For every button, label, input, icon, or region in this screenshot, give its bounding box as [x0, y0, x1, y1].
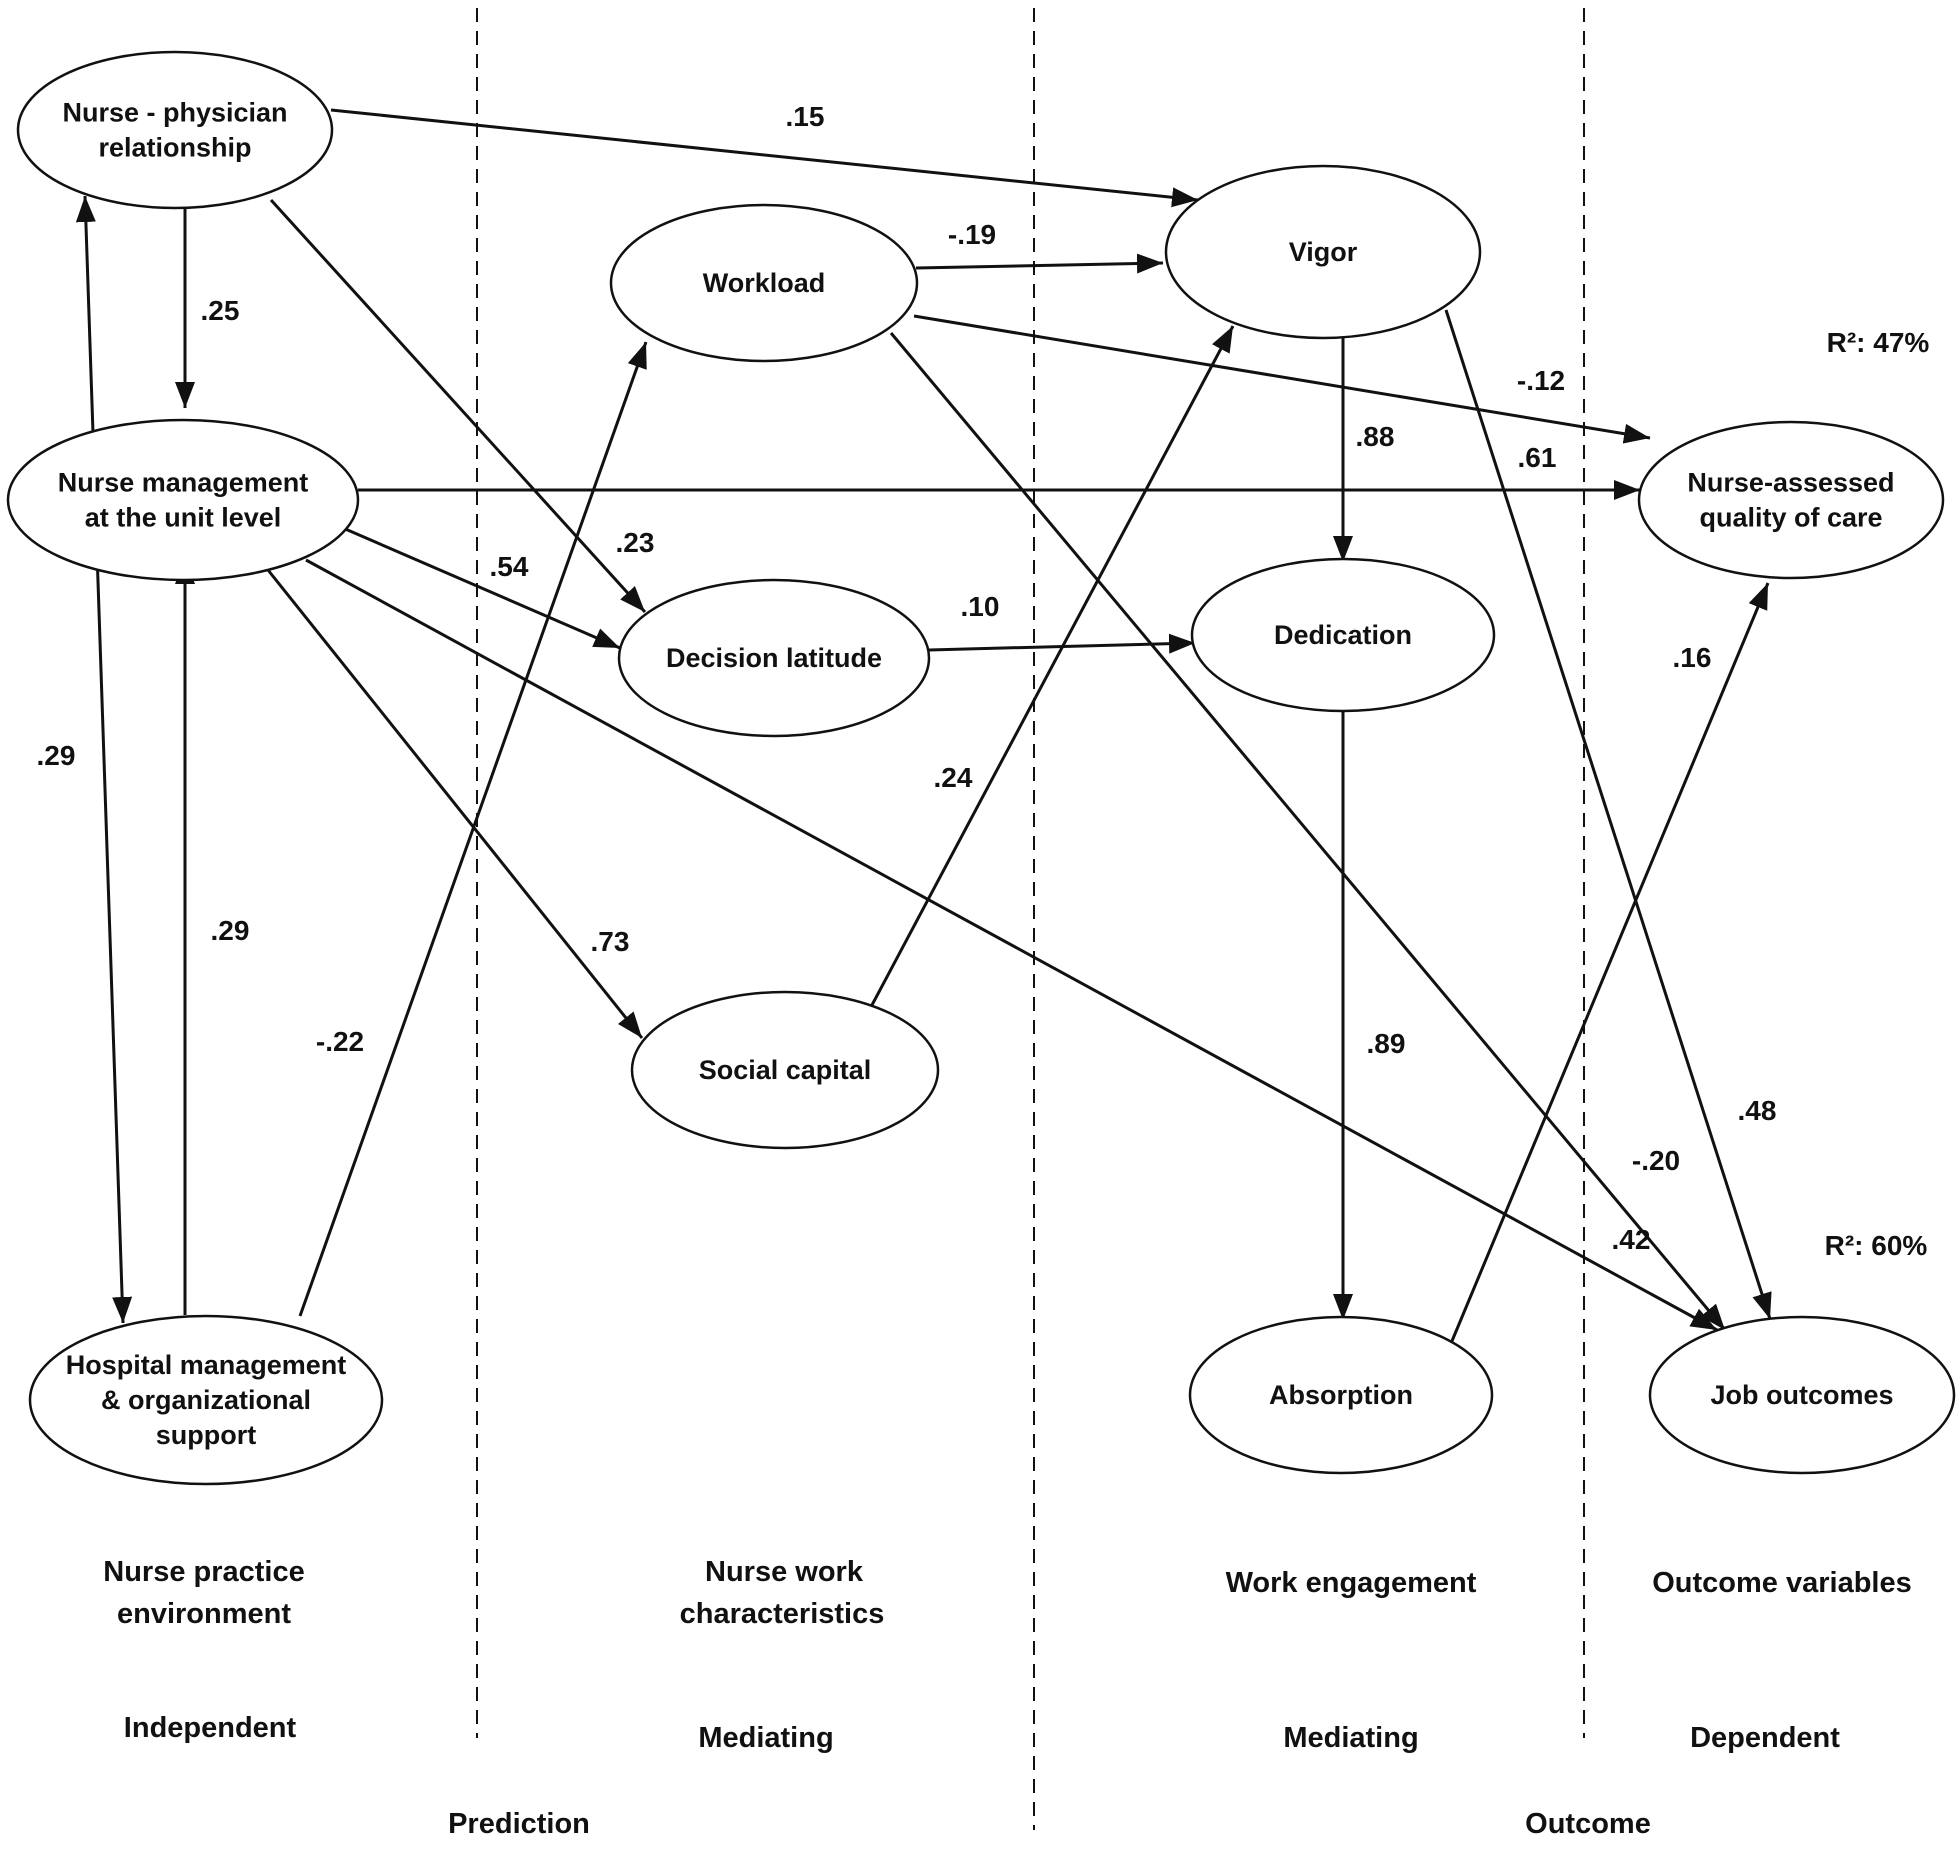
node-label-nm-2: at the unit level: [85, 503, 282, 533]
coef-hm-to-wl: -.22: [316, 1026, 364, 1057]
node-ellipse-wl: [609, 203, 919, 363]
node-label-jo-1: Job outcomes: [1710, 1380, 1893, 1410]
phase-prediction: Prediction: [448, 1808, 590, 1840]
col3-role: Mediating: [1283, 1722, 1418, 1754]
col1-title-line2: environment: [117, 1598, 291, 1630]
coef-dl-to-ded: .10: [961, 591, 1000, 622]
coef-sc-to-vig: .24: [934, 762, 973, 793]
col4-role: Dependent: [1690, 1722, 1840, 1754]
coef-nm-to-jo: .42: [1612, 1224, 1651, 1255]
coef-wl-to-nq: -.12: [1517, 365, 1565, 396]
node-ellipse-sc: [630, 990, 940, 1150]
coef-npr-to-dl: .23: [616, 527, 655, 558]
node-ellipse-dl: [617, 578, 931, 738]
path-arrow-wl-to-vig: [915, 253, 1164, 274]
path-arrow-abs-to-nq: [1450, 582, 1770, 1342]
node-label-hm-3: support: [156, 1420, 257, 1450]
node-label-nm-1: Nurse management: [58, 468, 309, 498]
node-label-npr-1: Nurse - physician: [62, 98, 287, 128]
path-arrow-sc-to-vig: [870, 325, 1235, 1006]
node-label-nq-2: quality of care: [1699, 503, 1882, 533]
path-arrows: [75, 108, 1772, 1342]
node-ellipse-abs: [1188, 1315, 1494, 1475]
node-label-nq-1: Nurse-assessed: [1687, 468, 1894, 498]
node-ellipse-jo: [1648, 1315, 1956, 1475]
node-label-sc-1: Social capital: [699, 1055, 872, 1085]
path-arrow-npr-to-hm: [75, 195, 133, 1324]
node-label-wl-1: Workload: [703, 268, 826, 298]
coef-npr-to-hm: .29: [37, 740, 76, 771]
col1-role: Independent: [124, 1712, 297, 1744]
path-arrow-nm-to-jo: [305, 558, 1718, 1332]
coef-wl-to-vig: -.19: [948, 219, 996, 250]
coef-hm-to-nm: .29: [211, 915, 250, 946]
node-label-dl-1: Decision latitude: [666, 643, 882, 673]
phase-outcome: Outcome: [1525, 1808, 1651, 1840]
node-ellipse-npr: [16, 50, 334, 210]
coef-vig-to-jo: .48: [1738, 1095, 1777, 1126]
path-arrow-npr-to-dl: [269, 198, 647, 614]
col4-title: Outcome variables: [1652, 1567, 1912, 1599]
coef-nm-to-sc: .73: [591, 926, 630, 957]
col2-title-line2: characteristics: [680, 1598, 885, 1630]
node-ellipse-hm: [28, 1314, 384, 1486]
col2-title-line1: Nurse work: [705, 1556, 864, 1588]
coef-npr-to-nm: .25: [201, 295, 240, 326]
coef-nm-to-dl: .54: [490, 551, 529, 582]
node-label-ded-1: Dedication: [1274, 620, 1412, 650]
node-ellipse-vig: [1164, 164, 1482, 340]
path-coefficients: .15 .25 .23 .29 .29 -.22 .61 .54 .73 .42 -.19 -.12 -…: [37, 101, 1777, 1255]
column-dividers: [476, 8, 1585, 1830]
node-ellipse-nm: [6, 418, 360, 582]
coef-vig-to-ded: .88: [1356, 421, 1395, 452]
coef-wl-to-jo: -.20: [1632, 1145, 1680, 1176]
path-arrow-hm-to-wl: [298, 341, 648, 1317]
col3-title: Work engagement: [1226, 1567, 1477, 1599]
col1-title-line1: Nurse practice: [103, 1556, 305, 1588]
col2-role: Mediating: [698, 1722, 833, 1754]
path-arrow-wl-to-nq: [913, 314, 1651, 444]
r2-job-outcomes: R²: 60%: [1825, 1230, 1928, 1261]
node-label-vig-1: Vigor: [1289, 237, 1358, 267]
node-label-npr-2: relationship: [98, 133, 251, 163]
node-label-abs-1: Absorption: [1269, 1380, 1413, 1410]
coef-npr-to-vig: .15: [786, 101, 825, 132]
path-arrow-nm-to-sc: [258, 559, 644, 1039]
coef-ded-to-abs: .89: [1367, 1028, 1406, 1059]
coef-nm-to-nq: .61: [1518, 442, 1557, 473]
path-arrow-wl-to-jo: [889, 332, 1727, 1331]
node-label-hm-1: Hospital management: [66, 1350, 347, 1380]
node-label-hm-2: & organizational: [101, 1385, 311, 1415]
path-arrow-npr-to-vig: [330, 108, 1199, 208]
path-arrow-vig-to-jo: [1444, 309, 1772, 1320]
node-ellipse-ded: [1190, 557, 1496, 713]
node-ellipse-nq: [1637, 420, 1945, 580]
r2-quality: R²: 47%: [1827, 327, 1930, 358]
coef-abs-to-nq: .16: [1673, 642, 1712, 673]
column-captions: Nurse practice environment Independent N…: [103, 1556, 1912, 1840]
path-arrow-nm-to-dl: [342, 526, 621, 650]
